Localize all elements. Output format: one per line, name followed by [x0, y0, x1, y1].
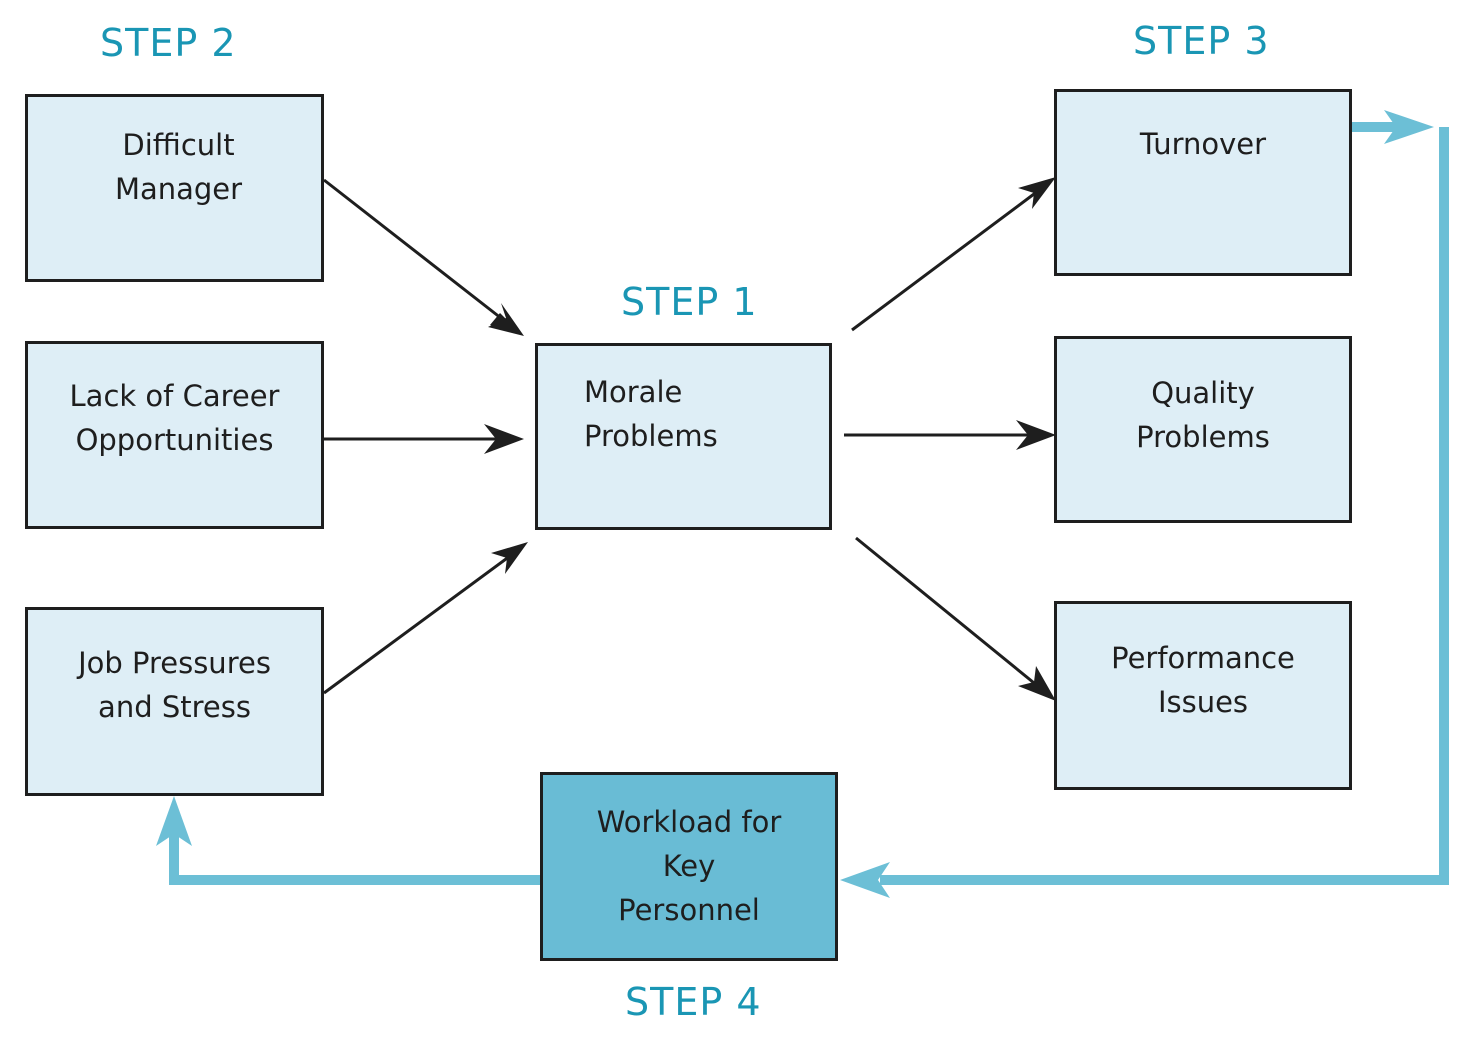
- box-line: Problems: [584, 419, 718, 453]
- arrow-morale-to-turnover: [851, 177, 1056, 332]
- box-quality-problems: Quality Problems: [1054, 336, 1352, 523]
- box-line: Issues: [1157, 685, 1249, 719]
- box-line: Quality: [1151, 376, 1255, 410]
- step-1-label: STEP 1: [621, 280, 758, 324]
- box-line: Lack of Career: [69, 379, 280, 413]
- box-turnover: Turnover: [1054, 89, 1352, 276]
- box-line: and Stress: [98, 690, 251, 724]
- step-4-label: STEP 4: [625, 980, 762, 1024]
- box-lack-of-career-opportunities: Lack of Career Opportunities: [25, 341, 324, 529]
- box-performance-issues: Performance Issues: [1054, 601, 1352, 790]
- box-line: Workload for: [596, 805, 782, 839]
- box-job-pressures-and-stress: Job Pressures and Stress: [25, 607, 324, 796]
- box-line: Job Pressures: [78, 646, 271, 680]
- box-workload-for-key-personnel: Workload for Key Personnel: [540, 772, 838, 961]
- arrow-difficult-manager-to-morale: [323, 178, 524, 336]
- box-line: Key: [662, 849, 716, 883]
- box-line: Personnel: [618, 893, 760, 927]
- box-line: Problems: [1136, 420, 1270, 454]
- box-line: Difficult: [122, 128, 235, 162]
- arrow-morale-to-performance: [855, 536, 1056, 701]
- box-line: Manager: [114, 172, 243, 206]
- box-line: Performance: [1111, 641, 1295, 675]
- arrow-morale-to-quality: [844, 420, 1056, 450]
- step-3-label: STEP 3: [1133, 19, 1270, 63]
- arrow-job-pressures-to-morale: [323, 542, 528, 695]
- box-line: Morale: [584, 375, 683, 409]
- arrow-lack-of-career-to-morale: [324, 424, 524, 454]
- box-line: Turnover: [1139, 127, 1267, 161]
- box-difficult-manager: Difficult Manager: [25, 94, 324, 282]
- feedback-loop: [156, 110, 1449, 898]
- box-line: Opportunities: [75, 423, 274, 457]
- box-morale-problems: Morale Problems: [535, 343, 832, 530]
- step-2-label: STEP 2: [100, 21, 237, 65]
